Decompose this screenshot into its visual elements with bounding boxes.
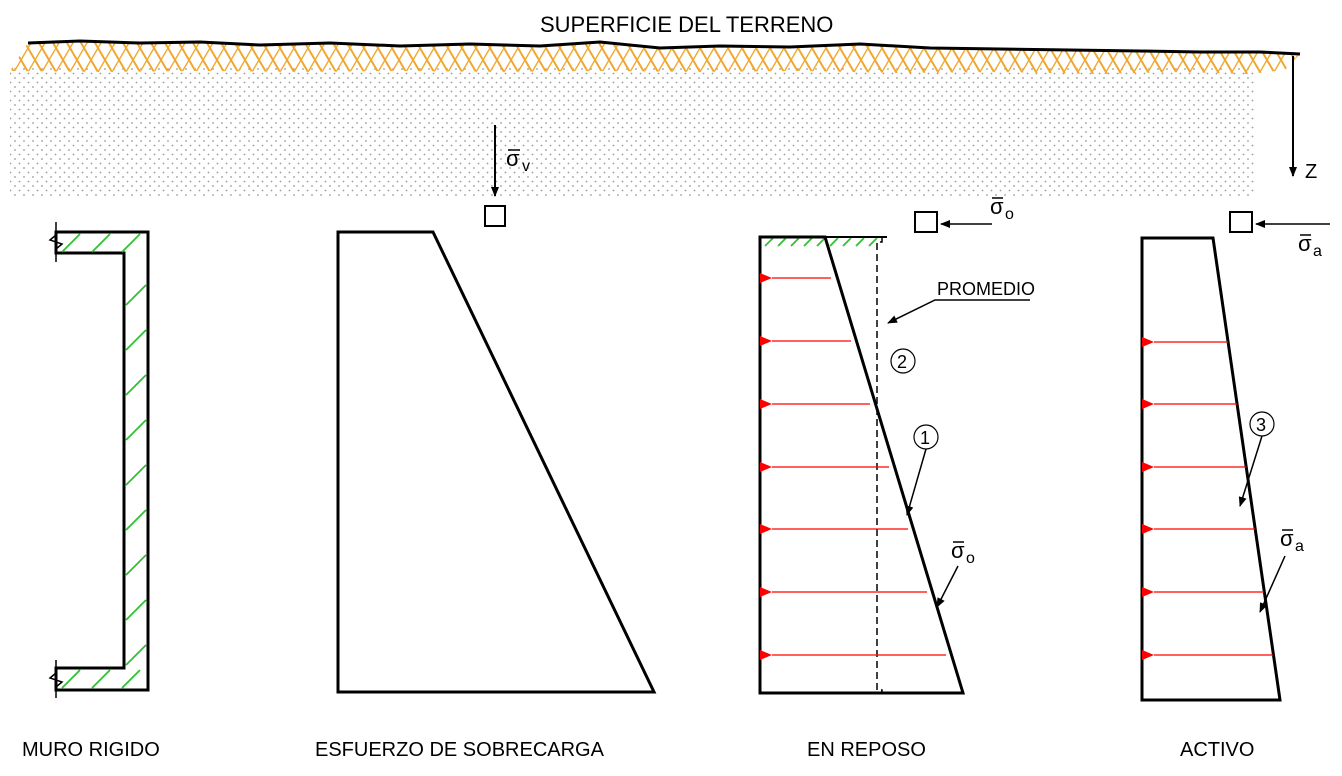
sigma-a-top-symbol: σ [1298, 231, 1312, 256]
at-rest-pressure-outline [758, 235, 966, 695]
break-line-bottom [48, 660, 64, 698]
ground-surface-title: SUPERFICIE DEL TERRENO [540, 12, 833, 37]
marker-2-circle [890, 348, 916, 374]
marker-3-label: 3 [1256, 415, 1266, 435]
sigma-o-top-symbol: σ [990, 194, 1004, 219]
soil-dotted-fill [10, 66, 1255, 196]
average-pressure-line [876, 237, 883, 693]
ground-surface-line [27, 39, 1301, 56]
sigma-v-symbol: σ [506, 146, 520, 171]
marker-2-label: 2 [897, 352, 907, 372]
break-line-top [48, 222, 64, 262]
sigma-o-top-subscript: o [1005, 206, 1014, 223]
overburden-stress-diagram [336, 230, 657, 694]
sigma-o-subscript: o [966, 550, 975, 567]
at-rest-diagram: PROMEDIO 2 1 σ o σ o [758, 194, 1035, 695]
overburden-caption: ESFUERZO DE SOBRECARGA [315, 739, 605, 761]
at-rest-soil-element [914, 211, 938, 233]
average-label: PROMEDIO [937, 279, 1035, 299]
at-rest-pressure-arrows [760, 273, 946, 660]
active-diagram: 3 σ a σ a [1140, 211, 1330, 702]
rigid-wall [48, 222, 150, 698]
at-rest-caption: EN REPOSO [807, 739, 926, 761]
rigid-wall-outline [54, 230, 150, 692]
marker-1-leader [905, 448, 927, 516]
active-pressure-arrows [1142, 337, 1273, 660]
active-caption: ACTIVO [1180, 739, 1254, 761]
average-leader [887, 299, 1030, 324]
sigma-a-symbol: σ [1280, 526, 1294, 551]
marker-3-leader [1238, 435, 1263, 507]
depth-axis-label: Z [1305, 161, 1317, 183]
at-rest-top-hatch [764, 237, 878, 247]
rigid-wall-hatch [61, 233, 147, 689]
sigma-o-symbol: σ [951, 538, 965, 563]
soil-mass [10, 39, 1301, 196]
soil-element-square [484, 205, 506, 227]
sigma-a-subscript: a [1295, 538, 1304, 555]
depth-axis: Z [1289, 56, 1317, 183]
active-soil-element [1229, 211, 1253, 233]
sigma-a-top-subscript: a [1313, 243, 1322, 260]
sigma-v-subscript: v [522, 158, 530, 175]
rigid-wall-caption: MURO RIGIDO [22, 739, 160, 761]
sigma-o-leader [936, 565, 959, 608]
ground-surface-hatch [10, 41, 1300, 74]
vertical-stress-element: σ v [484, 125, 530, 227]
active-pressure-outline [1140, 236, 1282, 702]
sigma-a-leader [1259, 555, 1286, 613]
marker-1-label: 1 [920, 428, 930, 448]
